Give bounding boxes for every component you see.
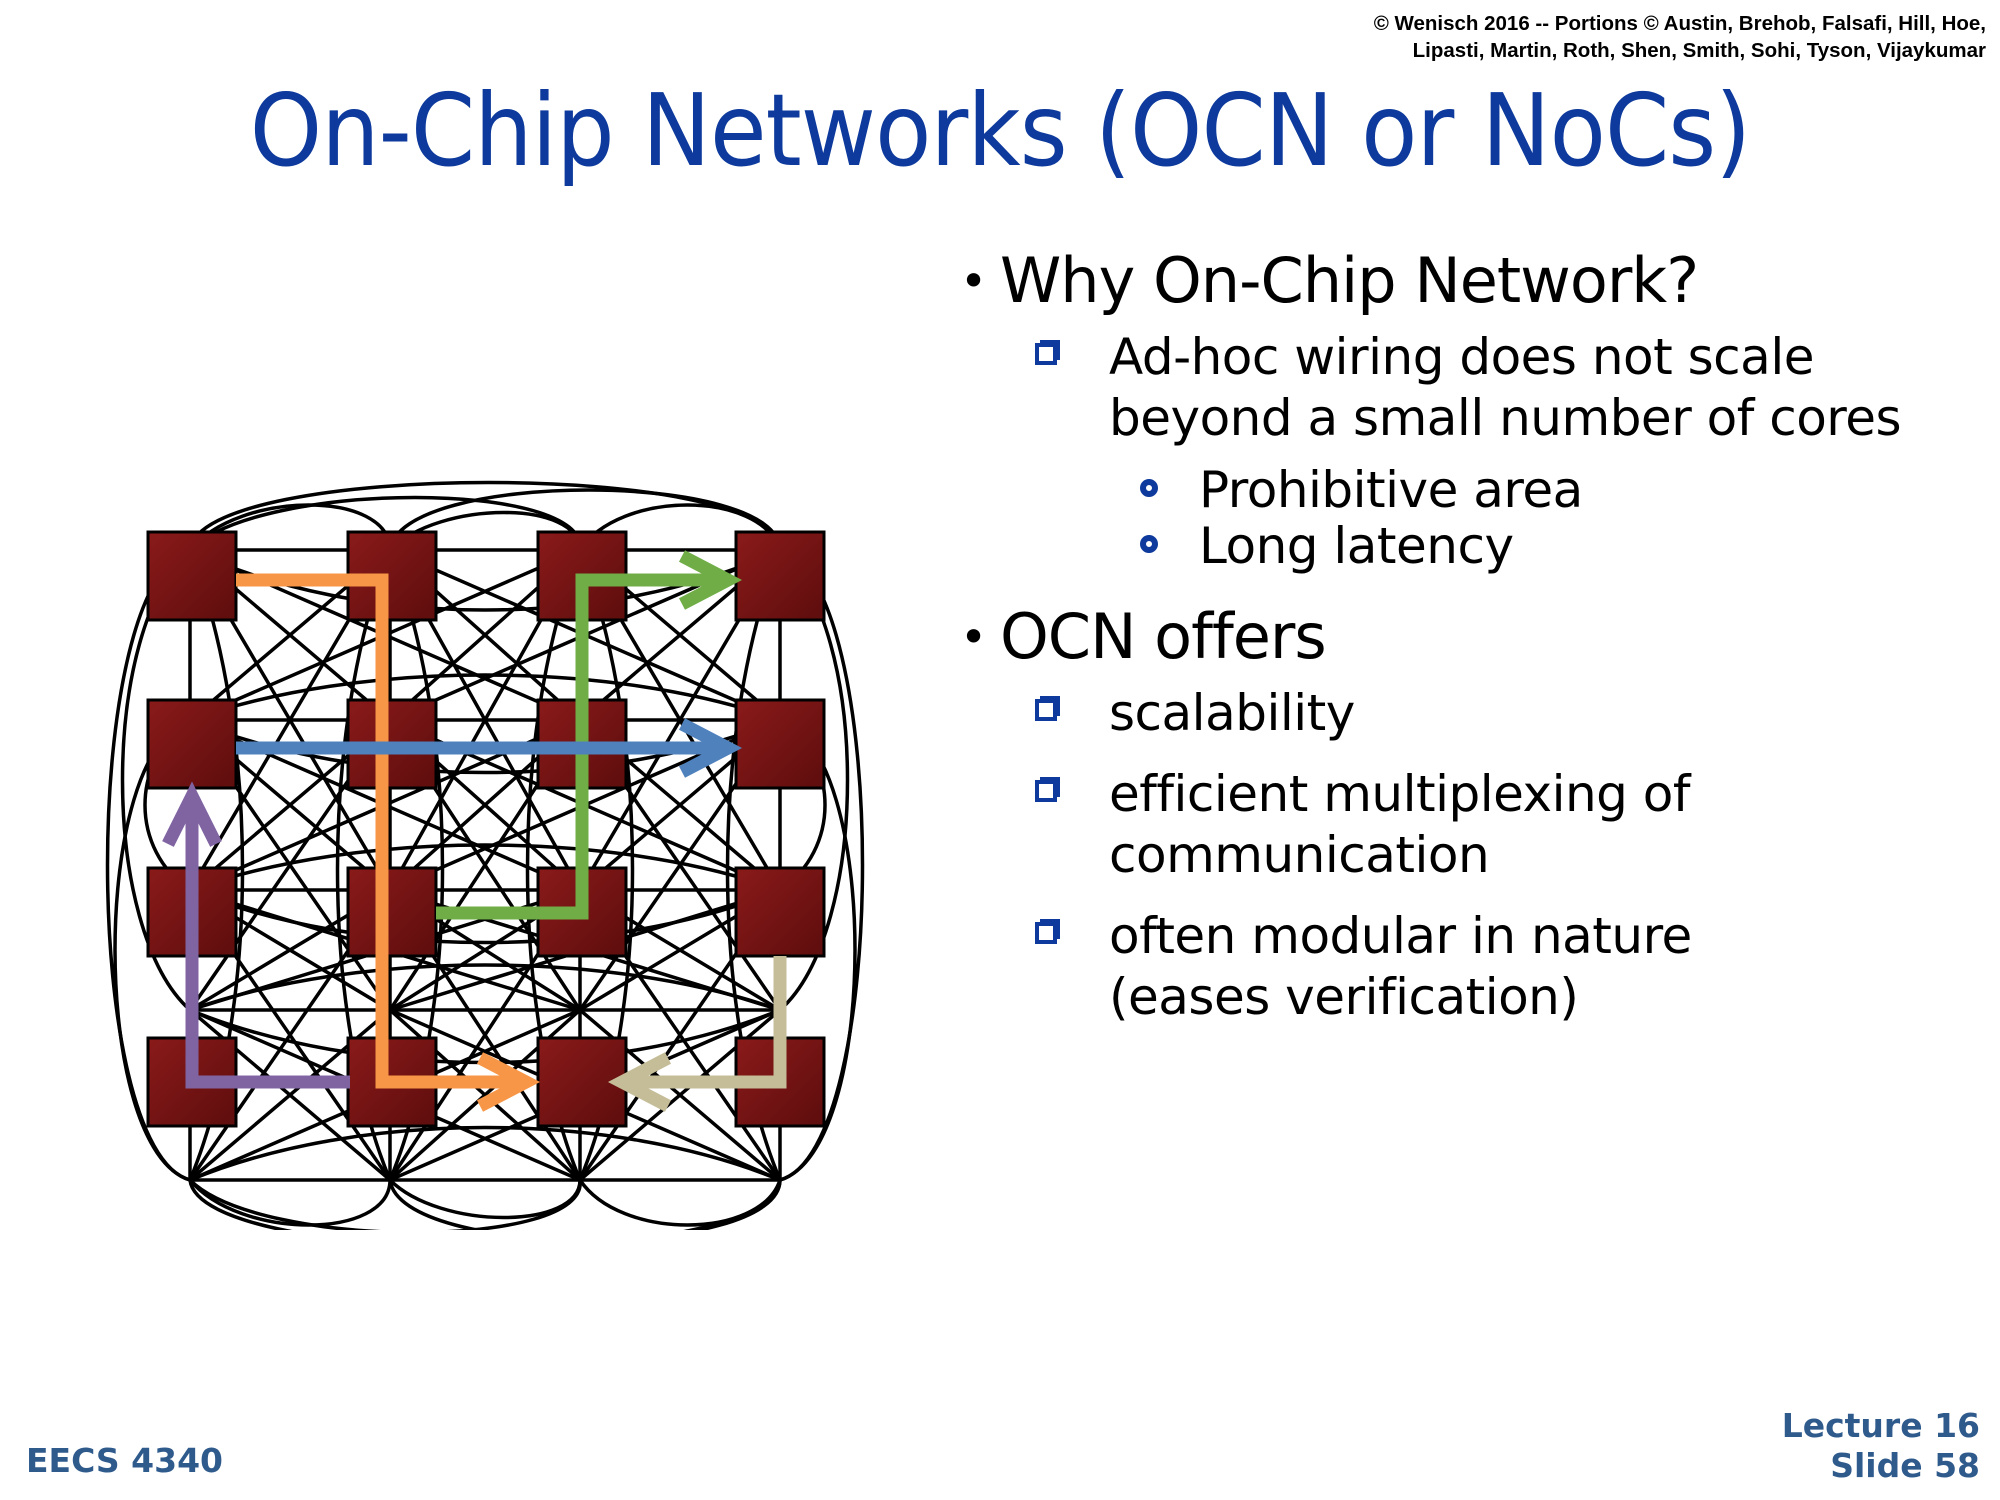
slide-title: On-Chip Networks (OCN or NoCs) — [249, 72, 1751, 189]
circle-bullet-icon — [1140, 535, 1158, 553]
orange-route-arrowhead — [476, 1052, 541, 1112]
subsub-bullet-latency-label: Long latency — [1199, 517, 1514, 575]
mesh-network-diagram — [105, 480, 865, 1230]
purple-route — [185, 804, 350, 1089]
bullet-list: • Why On-Chip Network? Ad-hoc wiring doe… — [960, 245, 1980, 1048]
bullet-offers: • OCN offers — [960, 601, 1980, 673]
copyright-line-1: © Wenisch 2016 -- Portions © Austin, Bre… — [1373, 12, 1986, 35]
tan-route — [628, 956, 787, 1089]
core-node — [734, 866, 826, 958]
slide-number-block: Lecture 16 Slide 58 — [1782, 1406, 1980, 1486]
core-node — [146, 530, 238, 622]
box-bullet-icon — [1035, 699, 1057, 721]
sub-bullet-scalability-label: scalability — [1109, 684, 1355, 742]
slide-label: Slide 58 — [1830, 1446, 1980, 1485]
sub-bullet-adhoc-line-2: beyond a small number of cores — [1109, 389, 1902, 447]
sub-bullet-modular-line-1: often modular in nature — [1109, 907, 1692, 965]
subsub-bullet-area: Prohibitive area — [960, 459, 1980, 521]
orange-route — [236, 573, 520, 1089]
sub-bullet-multiplexing: efficient multiplexing of communication — [960, 764, 1980, 886]
core-node — [346, 866, 438, 958]
subsub-bullet-area-label: Prohibitive area — [1199, 461, 1583, 519]
sub-bullet-modular-line-2: (eases verification) — [1109, 968, 1579, 1026]
tan-route-arrowhead — [607, 1052, 672, 1112]
core-node — [734, 530, 826, 622]
core-node — [146, 698, 238, 790]
bullet-offers-label: OCN offers — [1000, 600, 1327, 673]
subsub-bullet-latency: Long latency — [960, 515, 1980, 577]
box-bullet-icon — [1035, 343, 1057, 365]
blue-route-arrowhead — [678, 718, 743, 778]
bullet-why: • Why On-Chip Network? — [960, 245, 1980, 317]
box-bullet-icon — [1035, 922, 1057, 944]
lecture-label: Lecture 16 — [1781, 1406, 1980, 1445]
bullet-dot-icon: • — [960, 610, 987, 664]
purple-route-arrowhead — [162, 781, 222, 847]
sub-bullet-adhoc-line-1: Ad-hoc wiring does not scale — [1109, 328, 1814, 386]
bullet-why-label: Why On-Chip Network? — [1000, 244, 1699, 317]
green-route-arrowhead — [678, 550, 743, 610]
sub-bullet-adhoc: Ad-hoc wiring does not scale beyond a sm… — [960, 327, 1980, 449]
sub-bullet-modular: often modular in nature (eases verificat… — [960, 906, 1980, 1028]
box-bullet-icon — [1035, 780, 1057, 802]
sub-bullet-multiplexing-line-1: efficient multiplexing of — [1109, 765, 1690, 823]
bullet-dot-icon: • — [960, 254, 987, 308]
core-node — [734, 698, 826, 790]
sub-bullet-multiplexing-line-2: communication — [1109, 826, 1490, 884]
course-label: EECS 4340 — [26, 1441, 224, 1480]
copyright-line-2: Lipasti, Martin, Roth, Shen, Smith, Sohi… — [1412, 39, 1986, 62]
copyright-notice: © Wenisch 2016 -- Portions © Austin, Bre… — [1374, 10, 1986, 64]
circle-bullet-icon — [1140, 479, 1158, 497]
sub-bullet-scalability: scalability — [960, 683, 1980, 744]
